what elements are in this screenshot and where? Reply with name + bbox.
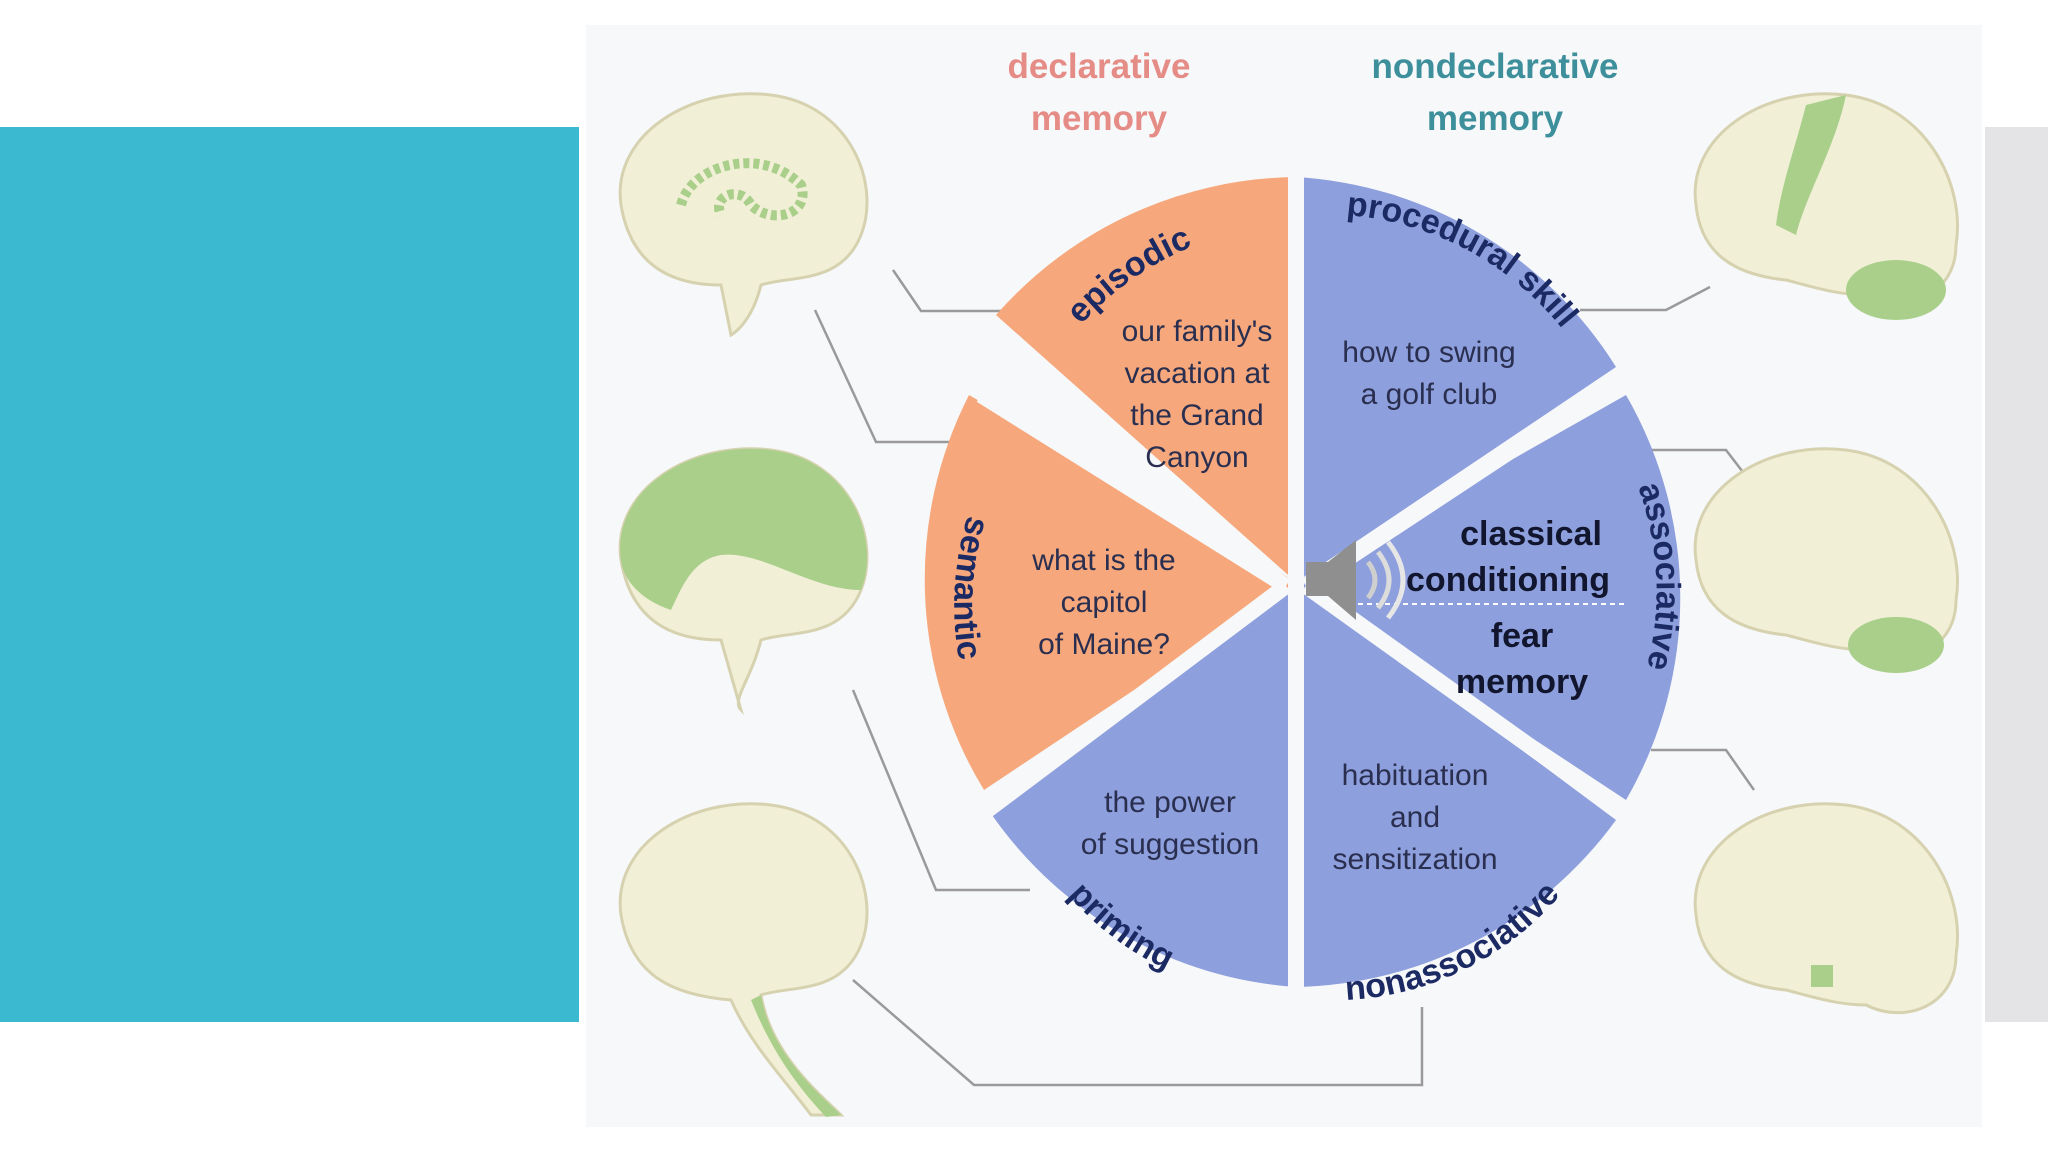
procedural-example-line: a golf club xyxy=(1361,378,1498,411)
speaker-icon[interactable] xyxy=(1306,540,1406,620)
episodic-example: our family's vacation at the Grand Canyo… xyxy=(1122,315,1273,474)
segment-episodic xyxy=(996,177,1296,582)
nonassociative-example-line: and xyxy=(1390,801,1440,834)
semantic-example-line: what is the xyxy=(1031,544,1175,577)
nonassociative-example: habituation and sensitization xyxy=(1332,759,1497,876)
memory-diagram: declarative memory nondeclarative memory… xyxy=(586,25,1982,1127)
associative-example-top: classical conditioning xyxy=(1406,515,1610,599)
segment-nonassociative xyxy=(1296,582,1616,987)
segment-associative xyxy=(1296,395,1681,800)
teal-panel xyxy=(0,127,579,1022)
nondeclarative-title-2: memory xyxy=(1427,99,1564,138)
procedural-example-line: how to swing xyxy=(1342,336,1515,369)
gray-panel xyxy=(1985,127,2048,1022)
nonassociative-example-line: habituation xyxy=(1342,759,1489,792)
semantic-example: what is the capitol of Maine? xyxy=(1031,544,1175,661)
brain-icon xyxy=(1693,447,1959,673)
segment-priming xyxy=(992,582,1296,987)
connector-lines xyxy=(813,269,1756,1087)
procedural-example: how to swing a golf club xyxy=(1342,336,1515,411)
associative-example-line: conditioning xyxy=(1406,561,1610,599)
memory-pie xyxy=(924,165,1681,1000)
priming-example: the power of suggestion xyxy=(1081,786,1259,861)
brain-icon xyxy=(1693,92,1959,320)
priming-example-line: the power xyxy=(1104,786,1236,819)
declarative-title-2: memory xyxy=(1031,99,1168,138)
brain-icon xyxy=(618,447,869,712)
semantic-example-line: of Maine? xyxy=(1038,628,1170,661)
associative-example-line: classical xyxy=(1460,515,1602,553)
nondeclarative-title-1: nondeclarative xyxy=(1371,47,1618,86)
associative-example-line: fear xyxy=(1491,617,1553,655)
associative-example-bottom: fear memory xyxy=(1456,617,1588,701)
episodic-example-line: Canyon xyxy=(1145,441,1248,474)
brain-icon xyxy=(618,92,869,338)
segment-semantic xyxy=(924,395,1296,790)
declarative-title-1: declarative xyxy=(1008,47,1191,86)
brain-icon xyxy=(618,802,869,1117)
segment-procedural xyxy=(1296,177,1616,582)
associative-example-line: memory xyxy=(1456,663,1588,701)
priming-example-line: of suggestion xyxy=(1081,828,1259,861)
episodic-example-line: our family's xyxy=(1122,315,1273,348)
episodic-example-line: the Grand xyxy=(1130,399,1263,432)
brain-icon xyxy=(1693,802,1959,1015)
episodic-example-line: vacation at xyxy=(1124,357,1270,390)
semantic-example-line: capitol xyxy=(1061,586,1148,619)
nonassociative-example-line: sensitization xyxy=(1332,843,1497,876)
